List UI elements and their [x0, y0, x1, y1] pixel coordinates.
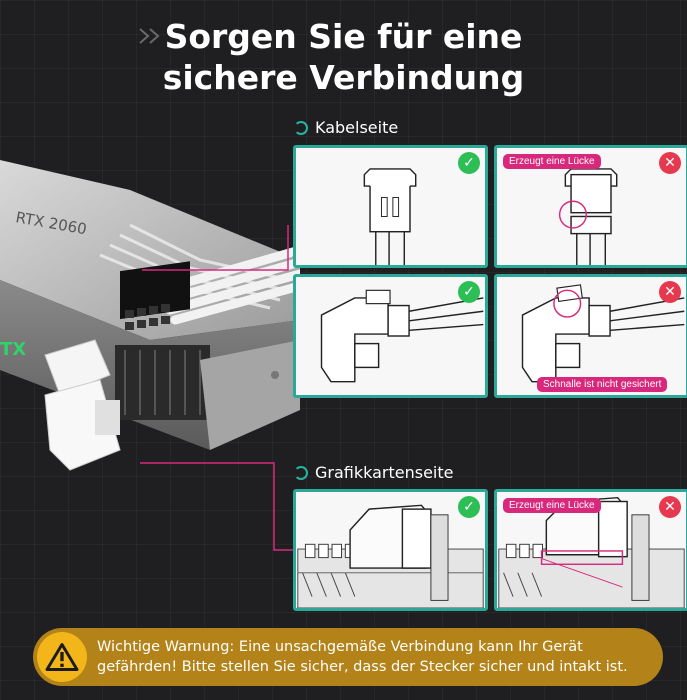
- check-icon: ✓: [458, 496, 480, 518]
- panel-gpu-wrong: Erzeugt eine Lücke ✕: [494, 489, 687, 611]
- gpu-brand-text: TX: [0, 339, 26, 360]
- panel-cable-bottom-correct: ✓: [293, 274, 488, 398]
- warning-banner: Wichtige Warnung: Eine unsachgemäße Verb…: [33, 628, 663, 686]
- panel-cable-top-wrong: Erzeugt eine Lücke ✕: [494, 145, 687, 268]
- double-chevron-icon: [139, 28, 160, 44]
- leader-lines: [140, 225, 295, 551]
- section-ring-icon: [294, 120, 308, 135]
- panel-cable-top-correct: ✓: [293, 145, 488, 268]
- check-icon: ✓: [458, 281, 480, 303]
- warning-text: Wichtige Warnung: Eine unsachgemäße Verb…: [97, 637, 628, 677]
- warning-icon: [37, 632, 87, 682]
- connector-top-drawing: [363, 168, 417, 265]
- gap-tag: Erzeugt eine Lücke: [503, 154, 601, 169]
- page-title: Sorgen Sie für eine sichere Verbindung: [0, 16, 687, 98]
- gpu-socket-gap-drawing: [498, 496, 685, 608]
- warning-line-1: Wichtige Warnung: Eine unsachgemäße Verb…: [97, 639, 583, 655]
- gpu-socket-correct-drawing: [297, 504, 484, 608]
- connector-top-gap-drawing: [558, 168, 618, 265]
- panel-cable-bottom-wrong: Schnalle ist nicht gesichert ✕: [494, 274, 687, 398]
- gap-tag: Erzeugt eine Lücke: [503, 498, 601, 513]
- cross-icon: ✕: [659, 281, 681, 303]
- warning-line-2: gefährden! Bitte stellen Sie sicher, das…: [97, 659, 628, 675]
- latch-not-secured-tag: Schnalle ist nicht gesichert: [537, 377, 668, 392]
- latch-correct-drawing: [320, 289, 484, 383]
- panel-gpu-correct: ✓: [293, 489, 488, 611]
- title-line-2: sichere Verbindung: [162, 58, 525, 97]
- section-ring-icon: [294, 465, 308, 480]
- cross-icon: ✕: [659, 496, 681, 518]
- title-line-1: Sorgen Sie für eine: [164, 17, 523, 56]
- gpu-illustration: RTX 2060 TX: [0, 160, 300, 471]
- check-icon: ✓: [458, 152, 480, 174]
- section-cable-side: Kabelseite: [294, 118, 398, 137]
- cross-icon: ✕: [659, 152, 681, 174]
- section-gpu-side: Grafikkartenseite: [294, 463, 454, 482]
